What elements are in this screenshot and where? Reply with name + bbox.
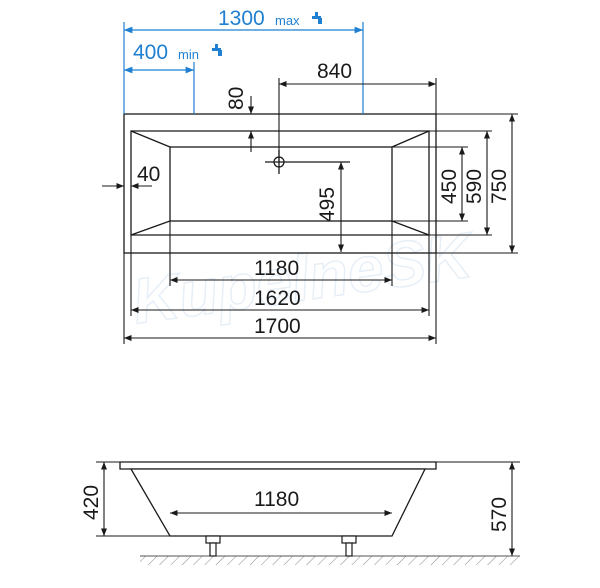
outer-rim: [123, 113, 437, 254]
label-min: min: [178, 47, 199, 62]
watermark-logo: KupelneSK: [128, 218, 481, 337]
label-750: 750: [488, 169, 511, 204]
faucet-icon: [212, 44, 222, 56]
label-1180-side: 1180: [254, 488, 299, 511]
floor-hatch: [140, 556, 520, 565]
label-450: 450: [438, 169, 461, 204]
label-max: max: [275, 13, 300, 28]
label-1180-top: 1180: [254, 257, 299, 280]
label-1700: 1700: [254, 315, 301, 338]
dim-tap-min: 400 min: [124, 41, 222, 114]
label-400: 400: [133, 41, 168, 64]
label-840: 840: [317, 60, 352, 83]
faucet-icon: [312, 12, 322, 24]
label-1620: 1620: [254, 287, 301, 310]
side-rim: [119, 461, 437, 470]
label-40: 40: [137, 163, 160, 186]
label-80: 80: [225, 87, 248, 110]
label-420: 420: [80, 485, 103, 520]
label-590: 590: [463, 169, 486, 204]
label-1300: 1300: [218, 7, 265, 30]
side-view: [119, 461, 520, 565]
tub-legs: [205, 535, 357, 557]
basin-bottom: [169, 146, 393, 222]
label-570: 570: [488, 497, 511, 532]
tub-body: [129, 468, 427, 537]
dim-tap-max: 1300 max: [123, 7, 364, 114]
label-495: 495: [316, 187, 339, 222]
